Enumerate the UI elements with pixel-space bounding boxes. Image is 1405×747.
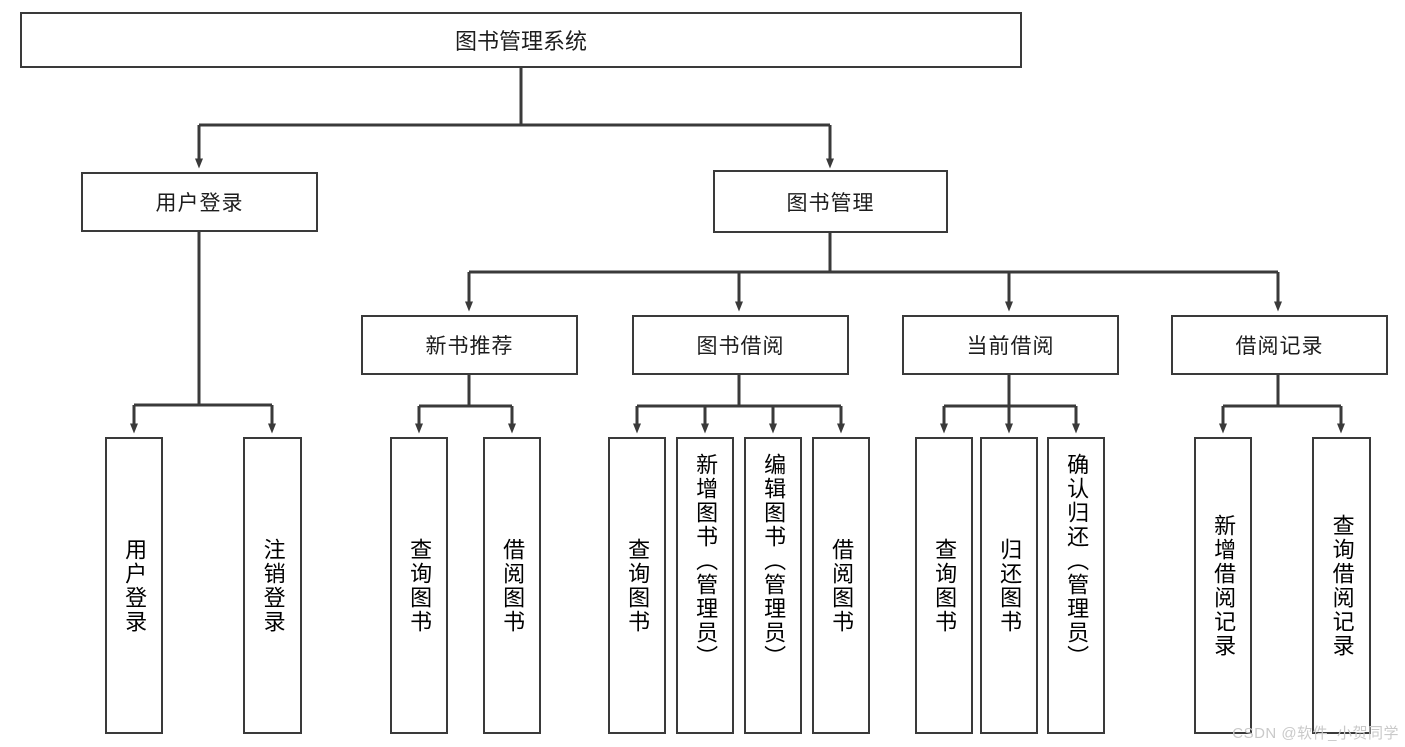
leaf-query-books-current[interactable]: 查询图书 bbox=[915, 437, 973, 734]
leaf-label: 注销登录 bbox=[260, 537, 286, 634]
node-current-borrow[interactable]: 当前借阅 bbox=[902, 315, 1119, 375]
leaf-logout[interactable]: 注销登录 bbox=[243, 437, 302, 734]
leaf-query-books-borrow[interactable]: 查询图书 bbox=[608, 437, 666, 734]
leaf-label: 借阅图书 bbox=[500, 537, 526, 634]
leaf-label: 归还图书 bbox=[997, 537, 1023, 634]
leaf-label: 编辑图书（管理员） bbox=[761, 453, 787, 669]
leaf-add-book-admin[interactable]: 新增图书（管理员） bbox=[676, 437, 734, 734]
leaf-label: 查询图书 bbox=[625, 537, 651, 634]
leaf-label: 查询借阅记录 bbox=[1329, 513, 1355, 658]
leaf-confirm-return-admin[interactable]: 确认归还（管理员） bbox=[1047, 437, 1105, 734]
leaf-user-login[interactable]: 用户登录 bbox=[105, 437, 163, 734]
watermark-text: CSDN @软件_小贺同学 bbox=[1232, 725, 1399, 742]
leaf-edit-book-admin[interactable]: 编辑图书（管理员） bbox=[744, 437, 802, 734]
node-book-borrow[interactable]: 图书借阅 bbox=[632, 315, 849, 375]
leaf-return-books[interactable]: 归还图书 bbox=[980, 437, 1038, 734]
leaf-label: 借阅图书 bbox=[829, 537, 855, 634]
node-new-book-recommend[interactable]: 新书推荐 bbox=[361, 315, 578, 375]
node-book-management[interactable]: 图书管理 bbox=[713, 170, 948, 233]
leaf-label: 新增借阅记录 bbox=[1211, 513, 1237, 658]
leaf-borrow-books-recommend[interactable]: 借阅图书 bbox=[483, 437, 541, 734]
leaf-label: 查询图书 bbox=[407, 537, 433, 634]
node-borrow-record[interactable]: 借阅记录 bbox=[1171, 315, 1388, 375]
leaf-query-borrow-record[interactable]: 查询借阅记录 bbox=[1312, 437, 1371, 734]
leaf-label: 用户登录 bbox=[122, 537, 148, 634]
node-root[interactable]: 图书管理系统 bbox=[20, 12, 1022, 68]
leaf-label: 确认归还（管理员） bbox=[1064, 453, 1090, 669]
leaf-borrow-books-borrow[interactable]: 借阅图书 bbox=[812, 437, 870, 734]
leaf-label: 新增图书（管理员） bbox=[693, 453, 719, 669]
leaf-label: 查询图书 bbox=[932, 537, 958, 634]
leaf-add-borrow-record[interactable]: 新增借阅记录 bbox=[1194, 437, 1252, 734]
leaf-query-books-recommend[interactable]: 查询图书 bbox=[390, 437, 448, 734]
node-user-login[interactable]: 用户登录 bbox=[81, 172, 318, 232]
